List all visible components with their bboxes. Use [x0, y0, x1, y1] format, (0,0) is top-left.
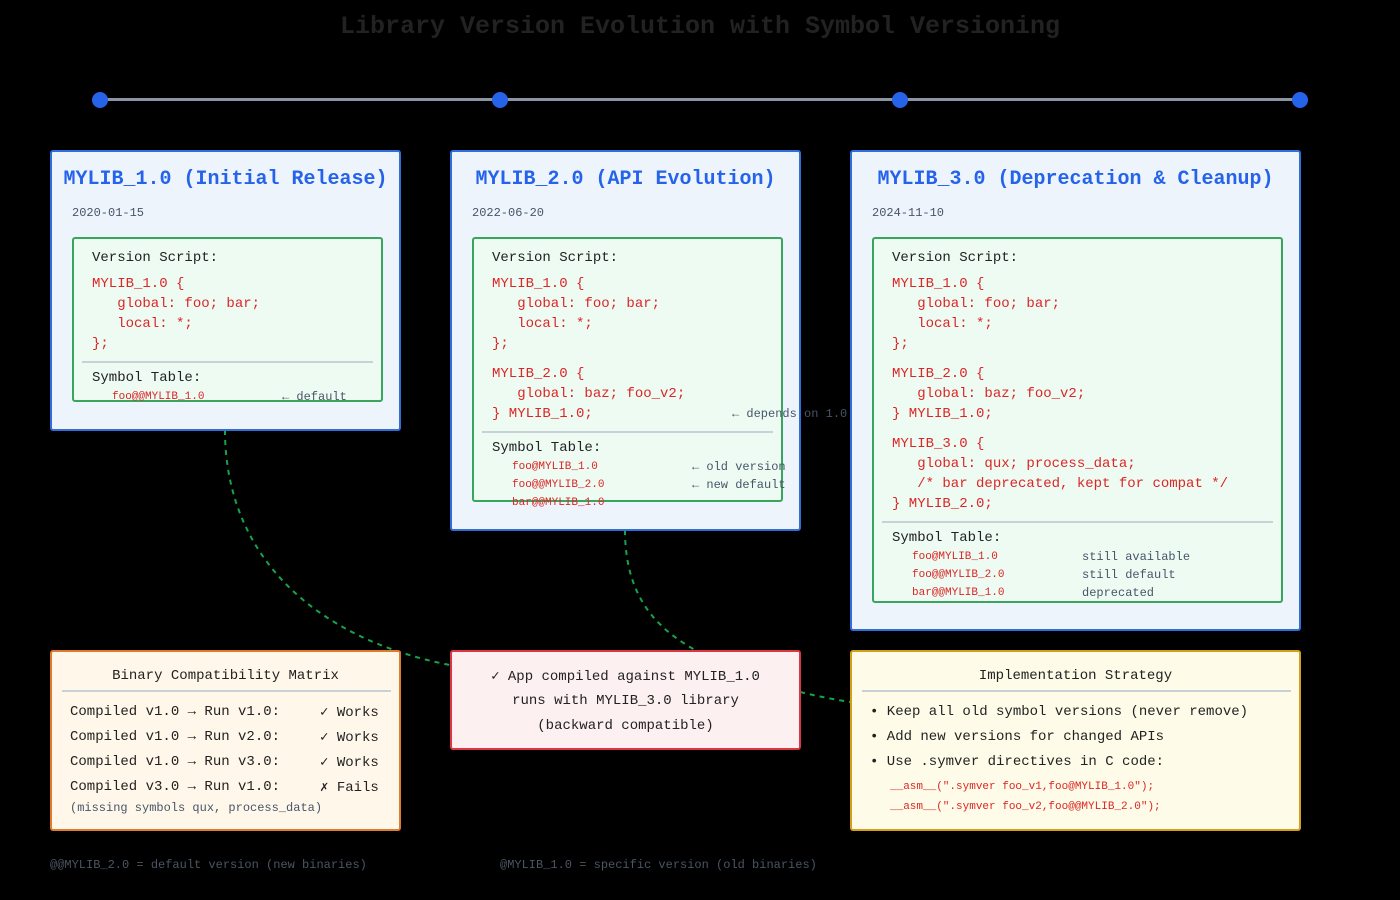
symbol-name: foo@MYLIB_1.0: [512, 461, 598, 473]
compat-footnote: (missing symbols qux, process_data): [70, 801, 323, 815]
depends-note: ← depends on 1.0: [732, 407, 848, 421]
timeline-dot-v3: [892, 92, 908, 108]
script-line: MYLIB_3.0 {: [892, 436, 985, 452]
compat-row-result: ✗ Fails: [320, 780, 379, 796]
symver-code-line: __asm__(".symver foo_v2,foo@@MYLIB_2.0")…: [890, 801, 1161, 813]
script-line: global: baz; foo_v2;: [892, 386, 1086, 402]
strategy-bullet: • Add new versions for changed APIs: [870, 729, 1165, 745]
implementation-strategy-box: Implementation Strategy • Keep all old s…: [850, 650, 1301, 831]
script-line: };: [92, 336, 109, 352]
divider: [482, 431, 773, 433]
version-title: MYLIB_3.0 (Deprecation & Cleanup): [877, 168, 1274, 191]
symbol-note: ← default: [282, 390, 347, 404]
script-line: };: [492, 336, 509, 352]
divider: [82, 361, 373, 363]
script-line: global: baz; foo_v2;: [492, 386, 686, 402]
symbol-note: still default: [1082, 568, 1176, 582]
timeline-dot-v2: [492, 92, 508, 108]
symbol-name: foo@MYLIB_1.0: [912, 551, 998, 563]
symbol-table-label: Symbol Table:: [892, 530, 1002, 546]
script-line: } MYLIB_1.0;: [892, 406, 993, 422]
compat-row-label: Compiled v1.0 → Run v3.0:: [70, 754, 281, 770]
script-line: MYLIB_1.0 {: [492, 276, 585, 292]
script-line: global: foo; bar;: [492, 296, 661, 312]
version-box-v2: MYLIB_2.0 (API Evolution) 2022-06-20 Ver…: [450, 150, 847, 531]
compat-row-result: ✓ Works: [320, 755, 379, 771]
symver-code-line: __asm__(".symver foo_v1,foo@MYLIB_1.0");: [890, 781, 1155, 793]
symbol-name: foo@@MYLIB_1.0: [112, 391, 205, 403]
symbol-table-label: Symbol Table:: [92, 370, 202, 386]
script-label: Version Script:: [492, 250, 619, 266]
script-line: MYLIB_1.0 {: [892, 276, 985, 292]
script-line: MYLIB_1.0 {: [92, 276, 185, 292]
compat-title: Binary Compatibility Matrix: [112, 668, 339, 684]
note-line: (backward compatible): [537, 718, 714, 734]
script-line: MYLIB_2.0 {: [492, 366, 585, 382]
strategy-bullet: • Use .symver directives in C code:: [870, 754, 1165, 770]
compat-row-label: Compiled v3.0 → Run v1.0:: [70, 779, 281, 795]
connector-v2-to-note: [624, 529, 696, 651]
note-line: runs with MYLIB_3.0 library: [512, 693, 739, 709]
version-script-panel: Version Script: MYLIB_1.0 { global: foo;…: [872, 237, 1283, 603]
symbol-name: foo@@MYLIB_2.0: [912, 569, 1005, 581]
script-line: };: [892, 336, 909, 352]
version-date: 2020-01-15: [72, 206, 145, 220]
note-line: ✓ App compiled against MYLIB_1.0: [491, 669, 760, 685]
script-label: Version Script:: [892, 250, 1019, 266]
script-line: } MYLIB_2.0;: [892, 496, 993, 512]
script-line: local: *;: [492, 316, 593, 332]
version-box-v3: MYLIB_3.0 (Deprecation & Cleanup) 2024-1…: [850, 150, 1301, 631]
symbol-note: deprecated: [1082, 586, 1155, 600]
compat-matrix-box: Binary Compatibility Matrix Compiled v1.…: [50, 650, 401, 831]
timeline-dot-end: [1292, 92, 1308, 108]
timeline-line: [100, 98, 1300, 101]
legend-specific-version: @MYLIB_1.0 = specific version (old binar…: [500, 858, 817, 872]
diagram-title: Library Version Evolution with Symbol Ve…: [339, 12, 1061, 41]
symbol-note: ← old version: [692, 460, 786, 474]
divider: [862, 690, 1291, 692]
strategy-title: Implementation Strategy: [978, 668, 1173, 684]
version-date: 2022-06-20: [472, 206, 545, 220]
script-line: global: qux; process_data;: [892, 456, 1136, 472]
symbol-note: ← new default: [692, 478, 786, 492]
script-line: global: foo; bar;: [92, 296, 261, 312]
symbol-name: foo@@MYLIB_2.0: [512, 479, 605, 491]
symbol-note: still available: [1082, 550, 1191, 564]
symbol-name: bar@@MYLIB_1.0: [512, 497, 605, 509]
backward-compat-note: ✓ App compiled against MYLIB_1.0 runs wi…: [450, 650, 801, 750]
symbol-name: bar@@MYLIB_1.0: [912, 587, 1005, 599]
version-script-panel: Version Script: MYLIB_1.0 { global: foo;…: [72, 237, 383, 404]
version-box-v1: MYLIB_1.0 (Initial Release) 2020-01-15 V…: [50, 150, 401, 431]
script-line: /* bar deprecated, kept for compat */: [892, 476, 1229, 492]
compat-row-result: ✓ Works: [320, 730, 379, 746]
version-title: MYLIB_2.0 (API Evolution): [475, 168, 776, 191]
script-line: local: *;: [892, 316, 993, 332]
script-line: } MYLIB_1.0;: [492, 406, 593, 422]
timeline-dot-v1: [92, 92, 108, 108]
connector-note-to-strategy: [799, 691, 851, 703]
script-line: local: *;: [92, 316, 193, 332]
script-label: Version Script:: [92, 250, 219, 266]
version-title: MYLIB_1.0 (Initial Release): [63, 168, 388, 191]
symbol-table-label: Symbol Table:: [492, 440, 602, 456]
compat-row-result: ✓ Works: [320, 705, 379, 721]
compat-row-label: Compiled v1.0 → Run v1.0:: [70, 704, 281, 720]
script-line: MYLIB_2.0 {: [892, 366, 985, 382]
divider: [882, 521, 1273, 523]
strategy-bullet: • Keep all old symbol versions (never re…: [870, 704, 1249, 720]
connector-v1-to-note: [224, 429, 451, 666]
legend-default-version: @@MYLIB_2.0 = default version (new binar…: [50, 858, 367, 872]
script-line: global: foo; bar;: [892, 296, 1061, 312]
compat-row-label: Compiled v1.0 → Run v2.0:: [70, 729, 281, 745]
version-date: 2024-11-10: [872, 206, 945, 220]
version-script-panel: Version Script: MYLIB_1.0 { global: foo;…: [472, 237, 847, 509]
divider: [62, 690, 391, 692]
